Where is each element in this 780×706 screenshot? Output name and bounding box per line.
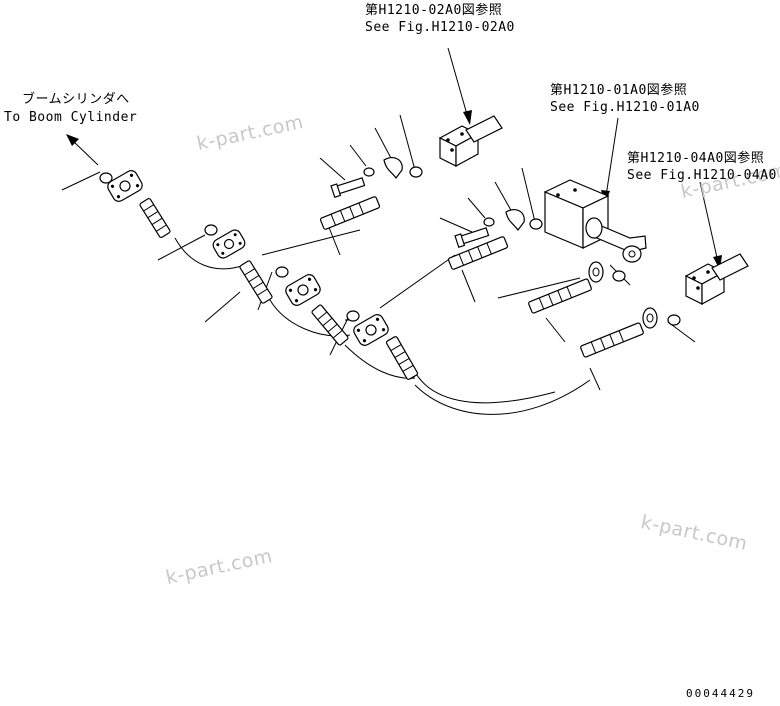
boom-cylinder-label-jp: ブームシリンダへ (22, 92, 130, 107)
flange-collar (642, 307, 658, 329)
o-ring (204, 224, 218, 236)
flange (353, 314, 389, 346)
hose-fitting (528, 278, 592, 314)
o-ring (346, 310, 360, 322)
hose-fitting (385, 336, 419, 380)
flange-collar (588, 261, 604, 283)
valve-block-02 (438, 115, 503, 168)
reference-arrow-02 (447, 47, 472, 125)
o-ring (612, 270, 626, 282)
hose-fitting (319, 196, 381, 230)
o-ring (667, 314, 681, 326)
split-flange (383, 157, 403, 180)
split-flange (505, 209, 525, 232)
reference-label-01-jp: 第H1210-01A0図参照 (550, 83, 688, 98)
reference-arrow-01 (601, 117, 619, 204)
drawing-number: 00044429 (686, 687, 755, 700)
reference-label-01-en: See Fig.H1210-01A0 (550, 100, 700, 115)
boom-cylinder-label-en: To Boom Cylinder (4, 110, 138, 125)
hose-fitting (139, 198, 171, 238)
o-ring (409, 166, 423, 178)
reference-label-02-jp: 第H1210-02A0図参照 (365, 3, 503, 18)
hose-line (174, 237, 246, 270)
boom-cylinder-arrow (66, 134, 99, 166)
o-ring (99, 172, 113, 184)
bolt (454, 227, 490, 249)
flange (107, 170, 143, 202)
flange (285, 274, 321, 306)
hose-fitting (239, 260, 273, 304)
bolt (330, 177, 366, 199)
hose-fitting (311, 304, 349, 346)
flange (212, 229, 246, 259)
o-ring (275, 266, 289, 278)
washer (483, 217, 495, 227)
control-valve-01 (543, 179, 647, 263)
hose-fitting (580, 322, 644, 358)
hose-fitting (447, 236, 509, 270)
reference-label-02-en: See Fig.H1210-02A0 (365, 20, 515, 35)
hose-line (414, 371, 556, 404)
o-ring (529, 218, 543, 230)
valve-block-04 (684, 253, 749, 306)
washer (363, 167, 375, 177)
reference-label-04-en: See Fig.H1210-04A0 (627, 168, 777, 183)
leader-lines (61, 114, 696, 391)
hose-line (414, 379, 591, 415)
reference-label-04-jp: 第H1210-04A0図参照 (627, 151, 765, 166)
